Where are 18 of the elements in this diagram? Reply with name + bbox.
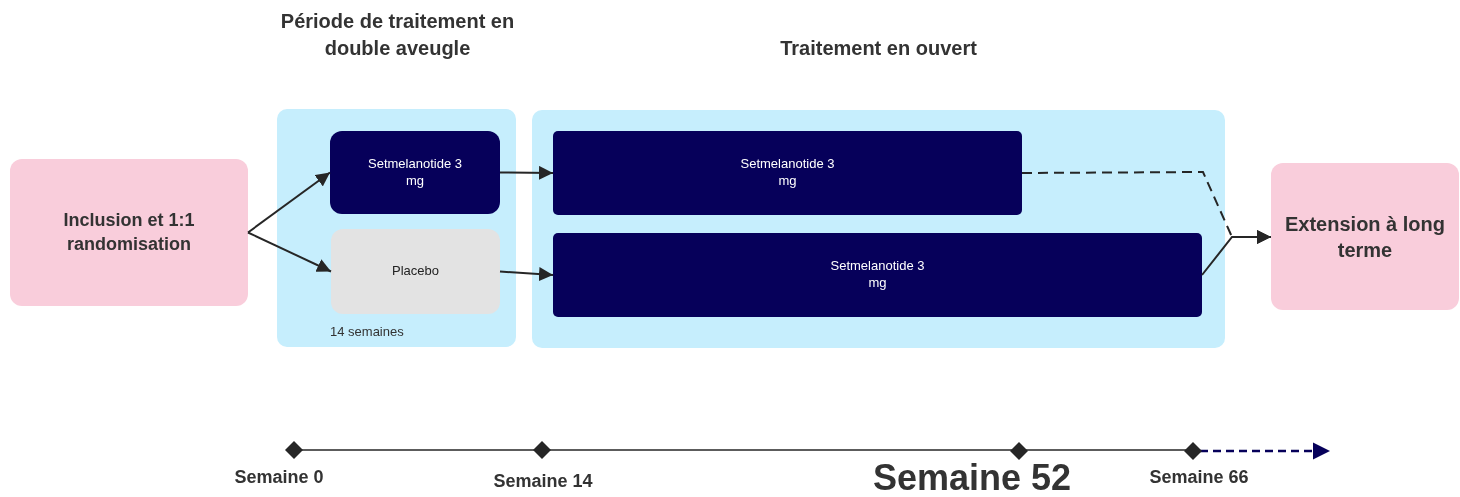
week-label: Semaine 66 [1149,468,1249,488]
treatment-box: Setmelanotide 3 mg [553,131,1022,215]
week-label: Semaine 0 [234,468,324,488]
arrow [1201,230,1272,276]
arrow [247,171,331,234]
week-label: Semaine 14 [493,472,593,492]
duration-label: 14 semaines [330,324,405,339]
arrow [247,231,332,273]
group-heading: Traitement en ouvert [779,36,978,61]
treatment-box: Setmelanotide 3 mg [330,131,500,214]
week-label: Semaine 52 [872,458,1072,497]
treatment-box: Placebo [331,229,500,314]
group-heading: Période de traitement en double aveugle [279,9,516,61]
treatment-box: Setmelanotide 3 mg [553,233,1202,317]
arrow [499,267,554,282]
process-box: Inclusion et 1:1 randomisation [10,159,248,306]
arrow [499,165,554,180]
process-box: Extension à long terme [1271,163,1459,310]
